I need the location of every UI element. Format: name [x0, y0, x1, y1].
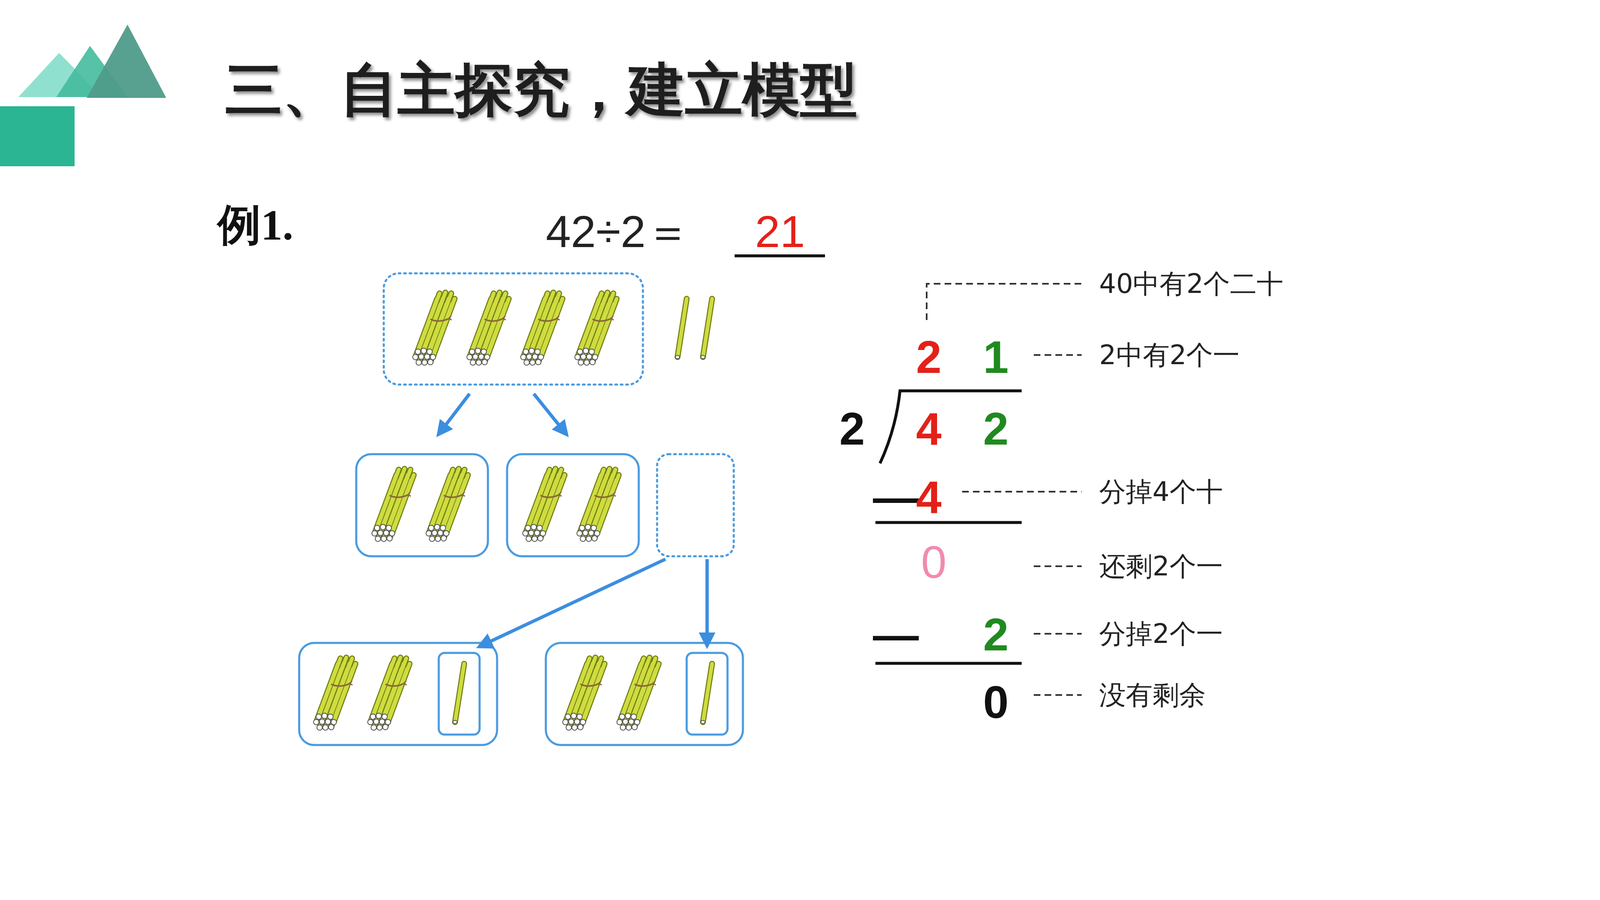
leader-line: [1033, 694, 1082, 696]
share-box: [299, 642, 498, 745]
annotation: 40中有2个二十: [1099, 270, 1284, 298]
share-box: [545, 642, 743, 745]
share-box: [356, 454, 488, 557]
annotation: 2中有2个一: [1099, 341, 1240, 369]
dividend-digit: 4: [915, 405, 942, 452]
leader-line: [1033, 354, 1082, 356]
stick-bundle: [372, 468, 415, 542]
stick-box: [686, 652, 728, 735]
leader-line: [926, 283, 1082, 320]
slide-title: 三、自主探究，建立模型: [225, 58, 858, 122]
group-box: [383, 273, 643, 385]
annotation: 分掉4个十: [1099, 478, 1223, 505]
equation: 42÷2＝: [545, 209, 691, 255]
group-box: [657, 454, 734, 557]
stick-bundle: [617, 657, 660, 731]
division-rule: [875, 662, 1022, 665]
annotation: 分掉2个一: [1099, 620, 1223, 648]
split-arrow: [479, 559, 666, 647]
remainder-digit: 0: [920, 539, 947, 585]
single-stick: [700, 298, 713, 359]
annotation: 还剩2个一: [1099, 552, 1223, 580]
corner-block: [0, 106, 75, 167]
stick-bundle: [522, 468, 565, 542]
division-bracket: [880, 390, 1022, 464]
division-rule: [875, 521, 1022, 525]
example-label: 例1.: [217, 203, 294, 247]
leader-line: [1033, 565, 1082, 568]
annotation: 没有剩余: [1099, 681, 1206, 709]
single-stick: [452, 663, 465, 724]
product-digit: 4: [915, 474, 942, 520]
corner-triangle: [86, 24, 167, 98]
dividend-digit: 2: [982, 405, 1009, 452]
split-arrow: [438, 393, 470, 435]
stick-bundle: [467, 292, 510, 366]
answer: 21: [755, 209, 805, 255]
stick-bundle: [575, 292, 618, 366]
stick-box: [438, 652, 480, 735]
quotient-digit: 1: [982, 334, 1009, 380]
stick-bundle: [520, 292, 563, 366]
stick-bundle: [367, 657, 410, 731]
single-stick: [700, 663, 713, 724]
product-digit: 2: [982, 611, 1009, 658]
stick-bundle: [562, 657, 605, 731]
quotient-digit: 2: [915, 334, 942, 380]
split-arrow: [533, 393, 567, 435]
share-box: [507, 454, 639, 557]
divisor: 2: [839, 405, 865, 452]
minus-sign: —: [872, 474, 919, 520]
leader-line: [1033, 632, 1082, 635]
split-arrow: [705, 559, 709, 646]
single-stick: [675, 298, 687, 359]
answer-line: [734, 254, 825, 258]
stick-bundle: [426, 468, 469, 542]
stick-bundle: [412, 292, 455, 366]
leader-line: [962, 490, 1082, 493]
stick-bundle: [577, 468, 620, 542]
stick-bundle: [313, 657, 356, 731]
minus-sign: —: [872, 611, 919, 658]
remainder-digit: 0: [982, 679, 1009, 725]
